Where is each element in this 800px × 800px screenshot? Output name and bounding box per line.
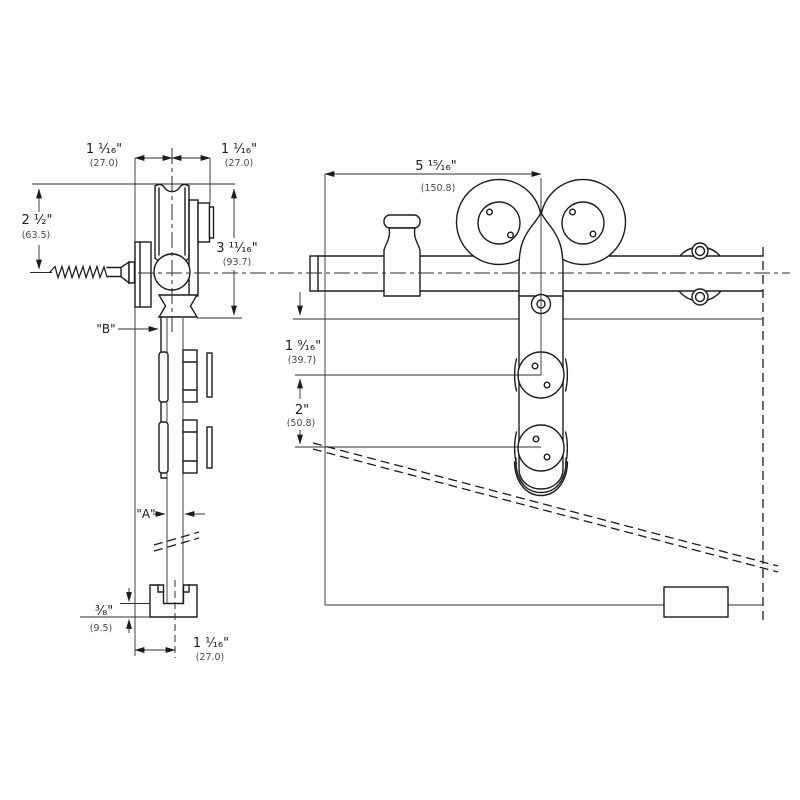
dim-guide-offset-inch: 1 ¹⁄₁₆" <box>193 636 229 651</box>
spacer-block-lower <box>182 419 198 474</box>
bolt-cap-lower <box>206 426 213 469</box>
dim-top-left-mm: (27.0) <box>90 158 119 169</box>
guide-depth-dimension <box>80 588 150 633</box>
strap-boss-lower <box>158 421 169 474</box>
dim-length-mm: (150.8) <box>421 183 456 194</box>
dim-rail-to-door-mm: (39.7) <box>288 355 317 366</box>
dim-top-right-mm: (27.0) <box>225 158 254 169</box>
dim-top-left-inch: 1 ¹⁄₁₆" <box>86 142 122 157</box>
strap-bend <box>157 294 199 318</box>
mount-discs <box>513 351 569 472</box>
bracket-height-dimension <box>30 188 52 273</box>
dim-rail-to-door-inch: 1 ⁹⁄₁₆" <box>285 339 321 354</box>
bolt-cap-upper <box>206 352 213 398</box>
hanger-wheels <box>477 201 605 245</box>
break-lines-side <box>153 531 200 552</box>
door-mount-hardware-side <box>158 316 213 479</box>
dim-top-right-inch: 1 ¹⁄₁₆" <box>221 142 257 157</box>
spacer-block-upper <box>182 349 198 403</box>
screw-head <box>120 260 130 285</box>
strap-boss-upper <box>158 351 169 403</box>
dim-guide-depth-inch: ³⁄₈" <box>95 604 114 619</box>
wheel-axle-nut <box>197 202 215 243</box>
lag-screw <box>49 260 136 285</box>
hanger-strap-edge <box>188 199 199 297</box>
dim-guide-depth-mm: (9.5) <box>90 623 113 634</box>
dim-bolt-spacing-inch: 2" <box>295 403 309 418</box>
door-panel-side <box>166 318 184 607</box>
dim-length-inch: 5 ¹⁵⁄₁₆" <box>415 159 456 174</box>
front-view: 5 ¹⁵⁄₁₆" (150.8) 1 ⁹⁄₁₆" (39.7) 2" (50.8… <box>285 159 779 620</box>
wall-bracket-plate <box>134 241 152 308</box>
mount-disc-lower <box>517 424 565 472</box>
bracket-screws <box>691 242 709 306</box>
break-lines-front <box>312 442 779 573</box>
strap-tip-line-2 <box>513 461 569 497</box>
door-handle <box>663 586 729 618</box>
dim-bracket-height-mm: (63.5) <box>22 230 51 241</box>
side-view: 1 ¹⁄₁₆" (27.0) 1 ¹⁄₁₆" (27.0) 2 ¹⁄₂" (63… <box>22 142 258 663</box>
dim-hanger-height-mm: (93.7) <box>223 257 252 268</box>
dim-bracket-height-inch: 2 ¹⁄₂" <box>22 213 53 228</box>
floor-guide <box>149 584 198 618</box>
hanger-height-dimension <box>197 188 242 319</box>
dim-hanger-height-inch: 3 ¹¹⁄₁₆" <box>216 241 257 256</box>
label-wall-clearance: "B" <box>96 322 115 336</box>
track-spacer <box>383 214 421 297</box>
label-door-thickness: "A" <box>136 507 155 521</box>
strap-tip-line-1 <box>515 457 567 494</box>
dim-guide-offset-mm: (27.0) <box>196 652 225 663</box>
dim-bolt-spacing-mm: (50.8) <box>287 418 316 429</box>
